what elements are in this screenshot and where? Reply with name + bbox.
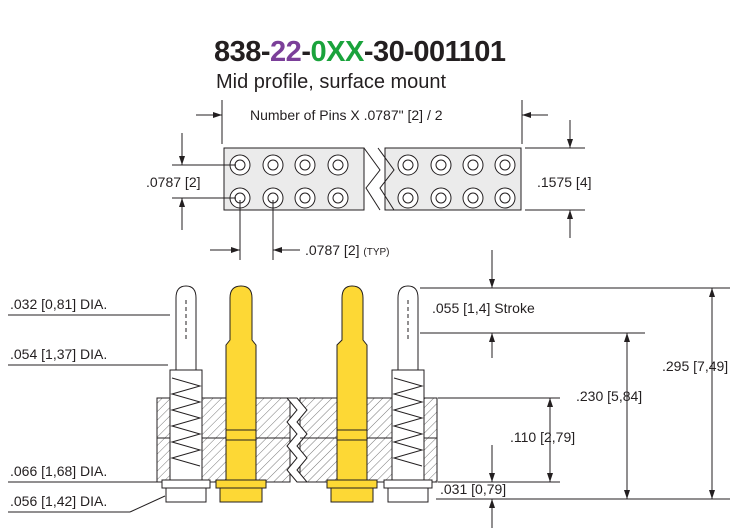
- barrel-dia-label: .054 [1,37] DIA.: [10, 346, 107, 362]
- pin-holes-left: [229, 154, 349, 209]
- base-height-label: .031 [0,79]: [440, 481, 506, 497]
- contact-outline-left: [161, 285, 211, 503]
- pin-pitch-typ: (TYP): [363, 247, 389, 258]
- svg-text:.0787 [2] (TYP): .0787 [2] (TYP): [305, 242, 390, 258]
- flange-dia-label: .066 [1,68] DIA.: [10, 463, 107, 479]
- part-number: 838-22-0XX-30-001101: [214, 36, 506, 69]
- part-number-dash: -: [301, 36, 311, 68]
- part-number-length: 0XX: [310, 36, 364, 68]
- tail-dia-label: .056 [1,42] DIA.: [10, 493, 107, 509]
- pin-pitch-label: .0787 [2]: [305, 242, 360, 258]
- stroke-label: .055 [1,4] Stroke: [432, 300, 535, 316]
- break-mark-side: [285, 397, 309, 483]
- contact-outline-right: [383, 285, 433, 503]
- part-number-suffix: -30-001101: [363, 36, 506, 68]
- row-height-label: .1575 [4]: [537, 174, 592, 190]
- contact-gold-left: [215, 285, 267, 503]
- insulator-height-label: .110 [2,79]: [510, 429, 575, 445]
- right-dimensions: .055 [1,4] Stroke .295 [7,49] .230 [5,84…: [420, 250, 730, 528]
- row-pitch-label: .0787 [2]: [146, 174, 201, 190]
- contact-gold-right: [326, 285, 378, 503]
- extended-height-label: .230 [5,84]: [576, 388, 642, 404]
- pin-holes-right: [397, 154, 516, 209]
- break-mark-top: [363, 147, 381, 211]
- left-callouts: .032 [0,81] DIA. .054 [1,37] DIA. .066 […: [8, 296, 170, 513]
- part-number-prefix: 838-: [214, 36, 271, 68]
- top-view: Number of Pins X .0787" [2] / 2: [146, 100, 592, 260]
- width-formula-label: Number of Pins X .0787" [2] / 2: [250, 107, 443, 123]
- part-number-pins: 22: [270, 36, 302, 68]
- side-view: .032 [0,81] DIA. .054 [1,37] DIA. .066 […: [8, 250, 730, 528]
- overall-height-label: .295 [7,49]: [662, 358, 728, 374]
- subtitle: Mid profile, surface mount: [216, 71, 447, 93]
- tip-dia-label: .032 [0,81] DIA.: [10, 296, 107, 312]
